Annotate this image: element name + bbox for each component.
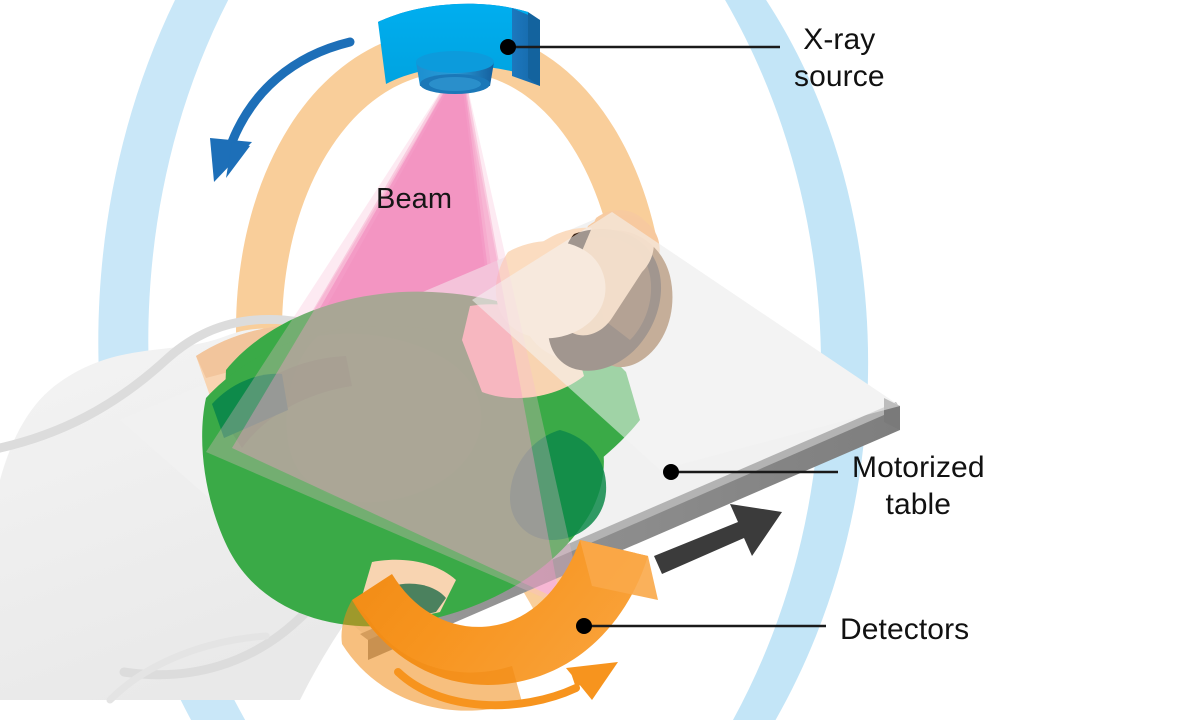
callout-dot-xray-source: [500, 39, 516, 55]
beam-overlay-soft: [206, 80, 586, 616]
label-xray-source: X-ray source: [794, 23, 885, 93]
label-detectors: Detectors: [840, 613, 970, 646]
beam-overlay: [232, 82, 560, 600]
callout-dot-detectors: [576, 618, 592, 634]
source-rotation-arrow: [210, 37, 355, 182]
detector-array: [341, 540, 658, 711]
table-motion-arrow: [654, 504, 782, 574]
gantry-plane: [472, 212, 900, 470]
detector-rotation-arrow: [394, 662, 618, 710]
callout-dot-motorized-table: [663, 464, 679, 480]
label-beam: Beam: [376, 183, 453, 215]
label-motorized-table: Motorized table: [852, 451, 985, 521]
callout-lines: [500, 39, 838, 634]
